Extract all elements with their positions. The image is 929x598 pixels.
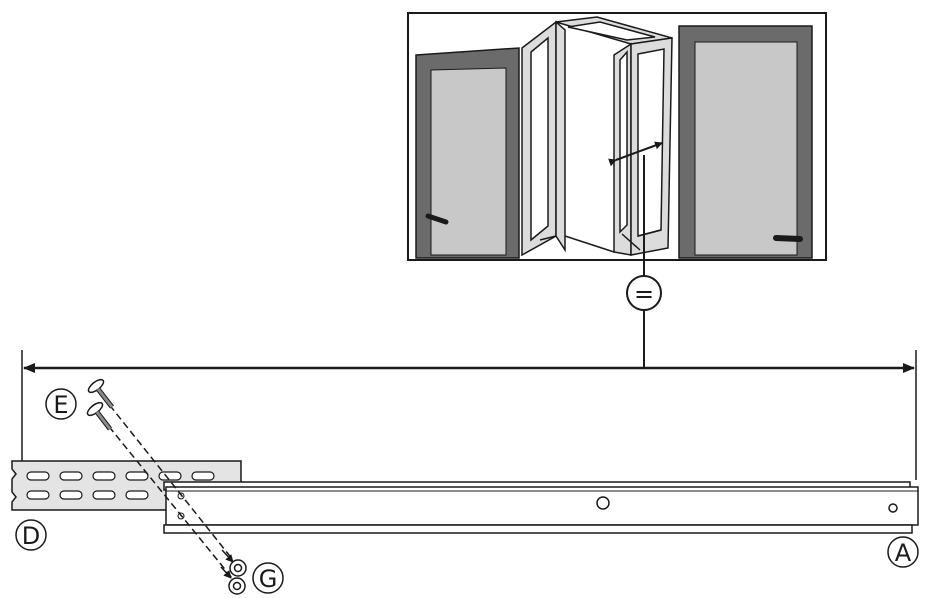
left-door-handle	[425, 213, 449, 225]
right-door-handle	[773, 235, 803, 242]
callout-g: G	[252, 562, 284, 594]
door-illustration	[407, 12, 827, 261]
rail-screw-hole	[177, 492, 185, 500]
equal-symbol: =	[634, 280, 654, 308]
left-door	[415, 47, 520, 259]
equal-icon: =	[626, 275, 662, 311]
nut-icon	[228, 559, 247, 595]
callout-a: A	[887, 536, 919, 568]
right-door	[678, 25, 813, 259]
screw-icon	[86, 378, 234, 579]
svg-text:G: G	[259, 565, 278, 593]
svg-text:A: A	[895, 539, 912, 567]
rail	[163, 481, 919, 534]
rail-hole	[596, 496, 610, 510]
svg-text:E: E	[53, 391, 68, 419]
rail-hole	[888, 503, 898, 513]
svg-text:D: D	[22, 522, 40, 550]
double-arrow-icon	[608, 141, 663, 167]
callout-d: D	[15, 519, 47, 551]
callout-e: E	[45, 388, 77, 420]
